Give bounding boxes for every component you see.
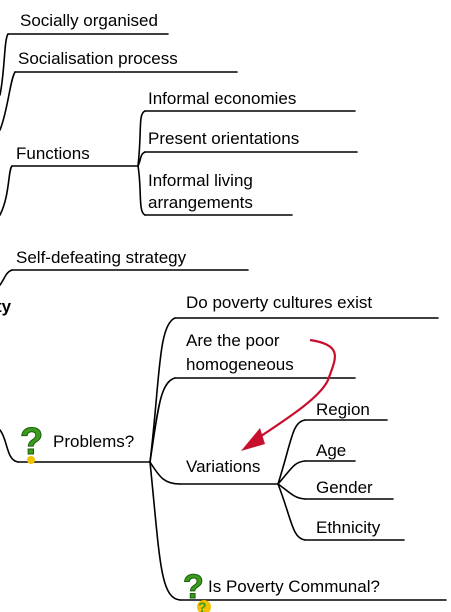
connector-var-ethnicity [277,483,306,541]
node-socialisation-process[interactable]: Socialisation process [18,49,178,68]
node-gender[interactable]: Gender [316,478,373,497]
node-problems[interactable]: Problems? [53,432,135,451]
node-age[interactable]: Age [316,441,347,460]
connector-problems-do [149,317,176,463]
connector-problems-arepoor [149,377,176,463]
node-socially-organised[interactable]: Socially organised [20,11,158,30]
node-are-the-poor-line1[interactable]: Are the poor [186,331,280,350]
svg-text:?: ? [183,568,204,606]
connector-problems-variations [149,461,181,485]
connector-functions [0,165,13,216]
connector-functions-informal-econ [137,110,146,167]
relationship-arrow [254,338,336,441]
question-mark-icon: ? [197,599,211,612]
node-are-the-poor-line2[interactable]: homogeneous [186,355,294,374]
connector-socialisation [0,71,16,131]
connector-var-region [277,419,306,485]
node-present-orientations[interactable]: Present orientations [148,129,300,148]
connector-functions-present [137,151,146,167]
node-is-poverty-communal[interactable]: Is Poverty Communal? [208,577,380,596]
root-topic-fragment[interactable]: ty [0,297,12,316]
node-informal-living-line1[interactable]: Informal living [148,171,253,190]
question-mark-icon: ? [20,421,44,464]
question-mark-icon: ? [183,568,205,607]
connector-self-defeating [0,269,13,286]
connector-left-top [0,33,9,96]
connector-var-age [277,460,306,485]
connector-var-gender [277,483,306,500]
node-variations[interactable]: Variations [186,457,261,476]
connector-root-problems [0,429,19,463]
node-do-poverty-cultures-exist[interactable]: Do poverty cultures exist [186,293,373,312]
connector-problems-communal [149,461,181,601]
node-informal-economies[interactable]: Informal economies [148,89,297,108]
node-region[interactable]: Region [316,400,370,419]
node-self-defeating-strategy[interactable]: Self-defeating strategy [16,248,187,267]
node-ethnicity[interactable]: Ethnicity [316,518,381,537]
node-informal-living-line2[interactable]: arrangements [148,193,253,212]
node-functions[interactable]: Functions [16,144,90,163]
relationship-arrowhead [241,428,265,451]
connector-functions-living [137,165,146,216]
svg-text:?: ? [198,599,207,612]
